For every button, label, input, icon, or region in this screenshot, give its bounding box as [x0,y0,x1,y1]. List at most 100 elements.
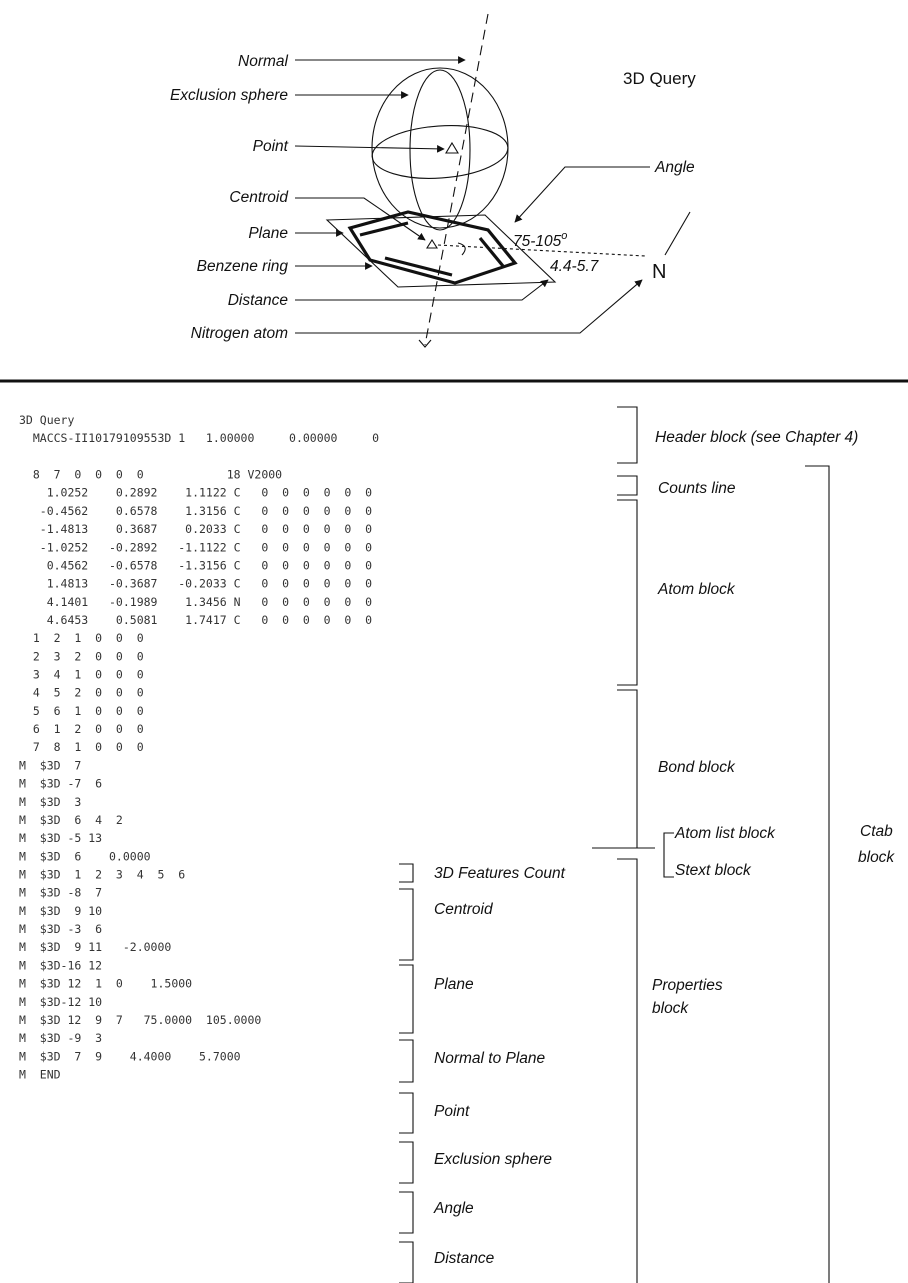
label-counts-line: Counts line [658,480,736,497]
angle-value: 75-105o [513,230,567,250]
normal-axis [424,13,489,346]
molfile-line: M $3D 1 2 3 4 5 6 [19,868,185,882]
label-nitrogen-atom: Nitrogen atom [191,325,288,342]
bracket-distance [399,1241,414,1283]
molfile-line: 3D Query [19,413,74,427]
sphere-meridian [409,69,471,231]
label-normal: Normal [238,53,289,70]
leader-distance [295,279,549,301]
molfile-line: M $3D -5 13 [19,831,102,845]
figure-title: 3D Query [623,69,696,88]
label-exclusion-sphere: Exclusion sphere [170,87,288,104]
molfile-line: -0.4562 0.6578 1.3156 C 0 0 0 0 0 0 [19,504,372,518]
bracket-properties-block [617,858,638,1283]
label-ctab-2: block [858,849,895,866]
molfile-line: M $3D 9 11 -2.0000 [19,940,171,954]
sphere-equator [371,125,509,179]
molfile-line: M $3D -7 6 [19,777,102,791]
molfile-line: 4.6453 0.5081 1.7417 C 0 0 0 0 0 0 [19,613,372,627]
label-stext-block: Stext block [675,862,752,879]
molfile-line: M $3D 6 4 2 [19,813,123,827]
bracket-bond-block [617,689,638,849]
molfile-line: M $3D 12 1 0 1.5000 [19,977,192,991]
benzene-double-bond-2 [478,236,505,268]
bracket-normal [399,1039,414,1083]
bracket-plane [399,964,414,1034]
distance-value: 4.4-5.7 [550,258,600,275]
molfile-line: 0.4562 -0.6578 -1.3156 C 0 0 0 0 0 0 [19,558,372,572]
label-atom-list-block: Atom list block [674,825,776,842]
label-centroid: Centroid [229,189,289,206]
molfile-line: M $3D-12 10 [19,995,102,1009]
molfile-line: M $3D 3 [19,795,81,809]
molfile-line: 1 2 1 0 0 0 [19,631,144,645]
label-distance: Distance [228,292,289,309]
distance-line [437,244,646,257]
molfile-line: M $3D -3 6 [19,922,102,936]
molfile-line: 1.0252 0.2892 1.1122 C 0 0 0 0 0 0 [19,486,372,500]
molfile-line: 4 5 2 0 0 0 [19,686,144,700]
label-normal-feature: Normal to Plane [434,1050,546,1067]
bracket-angle [399,1191,414,1234]
molfile-line: -1.0252 -0.2892 -1.1122 C 0 0 0 0 0 0 [19,540,372,554]
query-diagram: 3D Query N 75-105o 4.4-5.7 Normal [170,13,696,348]
molfile-line: M $3D 12 9 7 75.0000 105.0000 [19,1013,261,1027]
bracket-exclusion-sphere [399,1141,414,1184]
point-marker [445,141,459,154]
bracket-atom-list-stext [663,832,674,878]
bracket-centroid [399,888,414,961]
bracket-header-block [617,406,638,464]
axis-end-arrow [418,339,432,348]
label-plane: Plane [248,225,288,242]
angle-arc [457,242,466,256]
molfile-line: 5 6 1 0 0 0 [19,704,144,718]
molfile-line: 7 8 1 0 0 0 [19,740,144,754]
label-bond-block: Bond block [658,759,736,776]
molfile-listing: 3D Query MACCS-II10179109553D 1 1.00000 … [19,413,379,1082]
molfile-line: M $3D 9 10 [19,904,102,918]
label-angle-feature: Angle [433,1200,474,1217]
label-centroid-feature: Centroid [434,901,494,918]
label-header-block: Header block (see Chapter 4) [655,429,858,446]
bracket-features-count [399,863,414,883]
block-annotations: Header block (see Chapter 4) Counts line… [399,406,895,1283]
molfile-line: M END [19,1068,61,1082]
label-ctab-1: Ctab [860,823,893,840]
centroid-marker [426,238,438,249]
molfile-line: 2 3 2 0 0 0 [19,649,144,663]
leader-centroid [295,197,426,241]
benzene-ring [347,210,518,285]
molfile-line: M $3D 7 [19,758,81,772]
bracket-point [399,1092,414,1134]
molfile-line: 3 4 1 0 0 0 [19,668,144,682]
molfile-line: M $3D -9 3 [19,1031,102,1045]
bracket-counts-line [617,475,638,496]
label-benzene-ring: Benzene ring [197,258,289,275]
molfile-line: 1.4813 -0.3687 -0.2033 C 0 0 0 0 0 0 [19,577,372,591]
molfile-line: MACCS-II10179109553D 1 1.00000 0.00000 0 [19,431,379,445]
label-distance-feature: Distance [434,1250,495,1267]
label-angle: Angle [654,159,695,176]
molfile-line: 8 7 0 0 0 0 18 V2000 [19,468,282,482]
leader-nitrogen-atom [295,279,643,334]
molfile-line: M $3D 6 0.0000 [19,849,151,863]
leader-point [294,145,445,153]
label-point-feature: Point [434,1103,470,1120]
label-properties-1: Properties [652,977,723,994]
label-features-count: 3D Features Count [434,865,566,882]
molfile-line: M $3D-16 12 [19,958,102,972]
label-point: Point [253,138,289,155]
leader-angle [514,166,650,223]
bracket-ctab-block [805,465,830,1283]
label-plane-feature: Plane [434,976,474,993]
molfile-line: 4.1401 -0.1989 1.3456 N 0 0 0 0 0 0 [19,595,372,609]
nitrogen-symbol: N [652,261,666,283]
bracket-atom-block [617,499,638,686]
molfile-line: 6 1 2 0 0 0 [19,722,144,736]
label-properties-2: block [652,1000,689,1017]
molfile-line: M $3D 7 9 4.4000 5.7000 [19,1049,241,1063]
benzene-double-bond-3 [384,256,453,277]
molfile-line: M $3D -8 7 [19,886,102,900]
label-exclusion-feature: Exclusion sphere [434,1151,552,1168]
